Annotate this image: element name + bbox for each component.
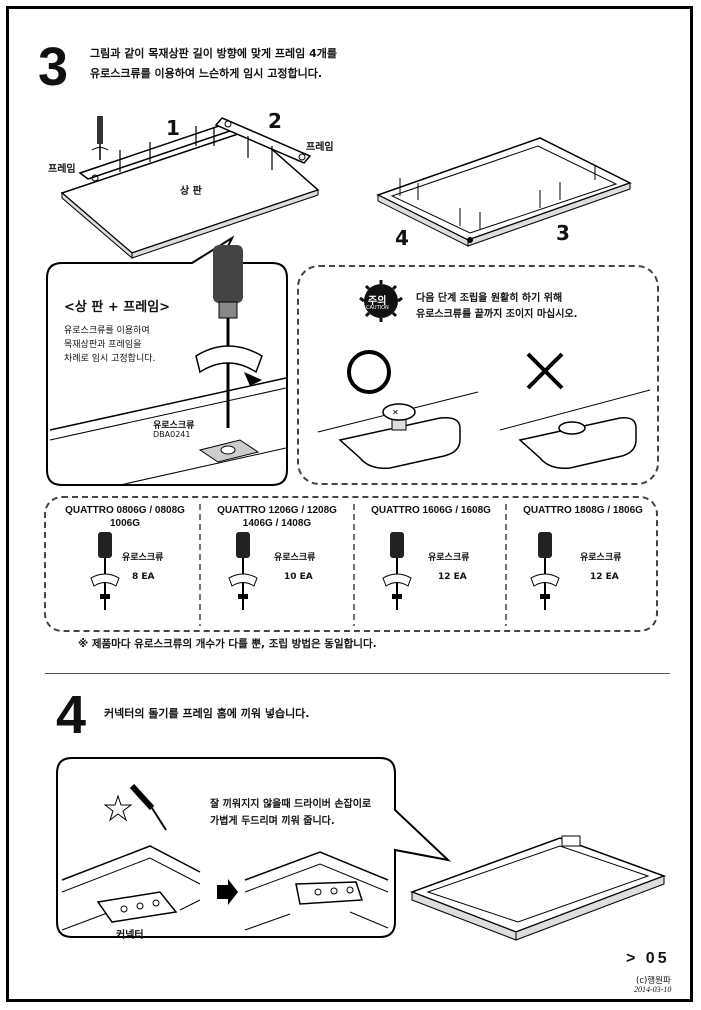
caution-text: 다음 단계 조립을 원활히 하기 위해 유로스크류를 끝까지 조이지 마십시오. <box>416 291 577 323</box>
caution-line-1: 다음 단계 조립을 원활히 하기 위해 <box>416 293 563 304</box>
quattro-model-3-line-1: QUATTRO 1606G / 1608G <box>371 505 491 516</box>
callout-title: <상 판 + 프레임> <box>64 300 171 315</box>
connector-label: 커넥터 <box>116 930 144 941</box>
top-board-label: 상 판 <box>180 186 202 197</box>
step-4-instruction: 커넥터의 돌기를 프레임 홈에 끼워 넣습니다. <box>104 707 310 720</box>
quattro-model-1-label: 유로스크류 <box>122 553 164 563</box>
callout-text: 유로스크류를 이용하여 목재상판과 프레임을 차례로 임시 고정합니다. <box>64 324 155 366</box>
screwdriver-icon <box>382 532 412 610</box>
step-4-tip-line-1: 잘 끼워지지 않을때 드라이버 손잡이로 <box>210 799 372 810</box>
step-4-number: 4 <box>56 685 87 745</box>
caution-box <box>297 265 659 485</box>
section-divider <box>45 673 670 674</box>
frame-4-label: 4 <box>395 226 409 250</box>
callout-line-3: 차례로 임시 고정합니다. <box>64 354 156 364</box>
step-3-instruction: 그림과 같이 목재상판 길이 방향에 맞게 프레임 4개를 유로스크류를 이용하… <box>90 44 337 84</box>
quattro-model-4-title: QUATTRO 1808G / 1806G <box>508 504 658 517</box>
caution-badge-sub: CAUTION <box>366 305 389 311</box>
frame-1-label: 1 <box>166 116 180 140</box>
quattro-model-1: QUATTRO 0806G / 0808G 1006G 유로스크류 8 EA <box>50 498 200 628</box>
quattro-model-2-label: 유로스크류 <box>274 553 316 563</box>
page-number: > 05 <box>626 950 670 967</box>
quattro-model-3-count: 12 EA <box>438 572 467 582</box>
step-4-tip: 잘 끼워지지 않을때 드라이버 손잡이로 가볍게 두드리며 끼워 줍니다. <box>210 796 371 830</box>
quattro-model-2-line-2: 1406G / 1408G <box>242 518 312 529</box>
caution-badge-text: 주의 <box>368 296 387 307</box>
quattro-model-4-label: 유로스크류 <box>580 553 622 563</box>
callout-screw-name: 유로스크류 <box>153 421 195 431</box>
quattro-model-3-label: 유로스크류 <box>428 553 470 563</box>
page-border <box>6 6 693 1002</box>
callout-line-1: 유로스크류를 이용하여 <box>64 326 150 336</box>
frame-3-label: 3 <box>556 221 570 245</box>
quattro-model-3-title: QUATTRO 1606G / 1608G <box>356 504 506 517</box>
quattro-model-2-count: 10 EA <box>284 572 313 582</box>
credit-text: (c)행원파 <box>636 976 671 986</box>
quattro-model-1-count: 8 EA <box>132 572 155 582</box>
callout-line-2: 목재상판과 프레임을 <box>64 340 142 350</box>
step-3-number: 3 <box>38 37 69 97</box>
quattro-model-2-line-1: QUATTRO 1206G / 1208G <box>217 505 337 516</box>
screwdriver-icon <box>90 532 120 610</box>
quattro-model-2-title: QUATTRO 1206G / 1208G 1406G / 1408G <box>202 504 352 530</box>
step-4-tip-line-2: 가볍게 두드리며 끼워 줍니다. <box>210 816 335 827</box>
quattro-note: ※ 제품마다 유로스크류의 개수가 다를 뿐, 조립 방법은 동일합니다. <box>78 638 377 650</box>
quattro-model-4: QUATTRO 1808G / 1806G 유로스크류 12 EA <box>508 498 658 628</box>
screwdriver-icon <box>228 532 258 610</box>
screwdriver-icon <box>530 532 560 610</box>
step-3-line-2: 유로스크류를 이용하여 느슨하게 임시 고정합니다. <box>90 67 323 80</box>
quattro-box <box>44 496 658 632</box>
frame-left-label: 프레임 <box>48 164 76 175</box>
quattro-model-3: QUATTRO 1606G / 1608G 유로스크류 12 EA <box>356 498 506 628</box>
frame-right-label: 프레임 <box>306 142 334 153</box>
caution-line-2: 유로스크류를 끝까지 조이지 마십시오. <box>416 309 578 320</box>
svg-text:✕: ✕ <box>392 408 399 417</box>
frame-2-label: 2 <box>268 109 282 133</box>
quattro-model-1-title: QUATTRO 0806G / 0808G 1006G <box>50 504 200 530</box>
quattro-model-1-line-2: 1006G <box>109 518 141 529</box>
quattro-model-2: QUATTRO 1206G / 1208G 1406G / 1408G 유로스크… <box>202 498 352 628</box>
credit-date: 2014-03-10 <box>634 985 672 994</box>
step-3-line-1: 그림과 같이 목재상판 길이 방향에 맞게 프레임 4개를 <box>90 47 337 60</box>
quattro-model-4-count: 12 EA <box>590 572 619 582</box>
quattro-model-1-line-1: QUATTRO 0806G / 0808G <box>65 505 185 516</box>
callout-screw-code: DBA0241 <box>153 430 191 439</box>
quattro-model-4-line-1: QUATTRO 1808G / 1806G <box>523 505 643 516</box>
